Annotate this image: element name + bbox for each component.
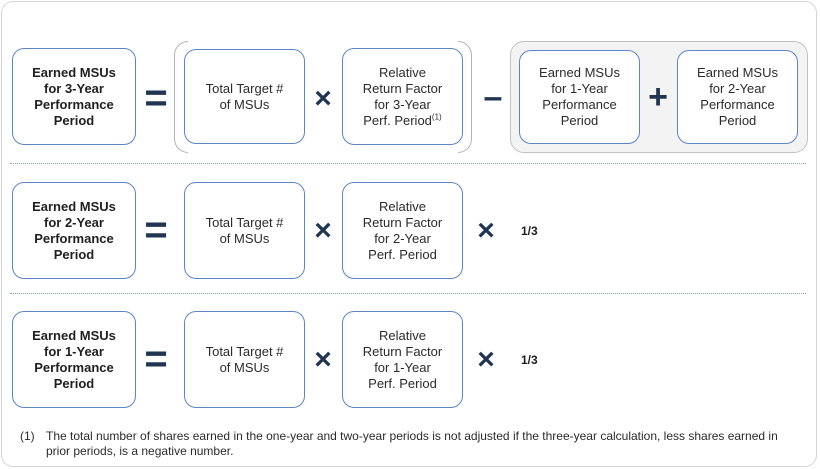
one-third-fraction: 1/3 xyxy=(521,353,538,367)
equals-sign: = xyxy=(144,75,168,120)
total-target-msus-box: Total Target # of MSUs xyxy=(184,182,305,279)
footnote-text: The total number of shares earned in the… xyxy=(46,429,778,458)
earned-msus-3yr-box: Earned MSUs for 3-Year Performance Perio… xyxy=(12,48,136,145)
total-target-msus-box: Total Target # of MSUs xyxy=(184,311,305,408)
earned-msus-3yr-label: Earned MSUs for 3-Year Performance Perio… xyxy=(32,64,116,128)
one-third-fraction: 1/3 xyxy=(521,224,538,238)
plus-sign: + xyxy=(648,77,668,116)
relative-return-factor-2yr-label: Relative Return Factor for 2-Year Perf. … xyxy=(362,198,443,262)
earned-msus-2yr-result-box: Earned MSUs for 2-Year Performance Perio… xyxy=(12,182,136,279)
multiply-sign: × xyxy=(477,343,495,376)
multiply-sign: × xyxy=(477,214,495,247)
earned-msus-1yr-label: Earned MSUs for 1-Year Performance Perio… xyxy=(539,65,620,128)
earned-msus-2yr-box: Earned MSUs for 2-Year Performance Perio… xyxy=(677,50,798,144)
equals-sign: = xyxy=(144,207,168,252)
earned-msus-2yr-label: Earned MSUs for 2-Year Performance Perio… xyxy=(697,65,778,128)
relative-return-factor-2yr-box: Relative Return Factor for 2-Year Perf. … xyxy=(342,182,463,279)
total-target-msus-label: Total Target # of MSUs xyxy=(205,214,284,246)
relative-return-factor-1yr-label: Relative Return Factor for 1-Year Perf. … xyxy=(362,327,443,391)
total-target-msus-box: Total Target # of MSUs xyxy=(184,49,305,144)
earned-msus-2yr-result-label: Earned MSUs for 2-Year Performance Perio… xyxy=(32,198,116,262)
total-target-msus-label: Total Target # of MSUs xyxy=(205,343,284,375)
relative-return-factor-3yr-box: Relative Return Factor for 3-Year Perf. … xyxy=(342,48,463,145)
earned-msus-1yr-box: Earned MSUs for 1-Year Performance Perio… xyxy=(519,50,640,144)
earned-msus-1yr-result-box: Earned MSUs for 1-Year Performance Perio… xyxy=(12,311,136,408)
relative-return-factor-3yr-label: Relative Return Factor for 3-Year Perf. … xyxy=(362,64,443,128)
footnote: (1) The total number of shares earned in… xyxy=(20,429,800,459)
multiply-sign: × xyxy=(314,343,332,376)
footnote-marker: (1) xyxy=(20,429,35,443)
relative-return-factor-1yr-box: Relative Return Factor for 1-Year Perf. … xyxy=(342,311,463,408)
footnote-reference: (1) xyxy=(431,112,442,122)
minus-sign: – xyxy=(483,77,503,116)
row-divider-1 xyxy=(10,163,806,164)
earned-msus-1yr-result-label: Earned MSUs for 1-Year Performance Perio… xyxy=(32,327,116,391)
multiply-sign: × xyxy=(314,214,332,247)
multiply-sign: × xyxy=(314,82,332,115)
total-target-msus-label: Total Target # of MSUs xyxy=(205,80,284,112)
row-divider-2 xyxy=(10,293,806,294)
equals-sign: = xyxy=(144,336,168,381)
